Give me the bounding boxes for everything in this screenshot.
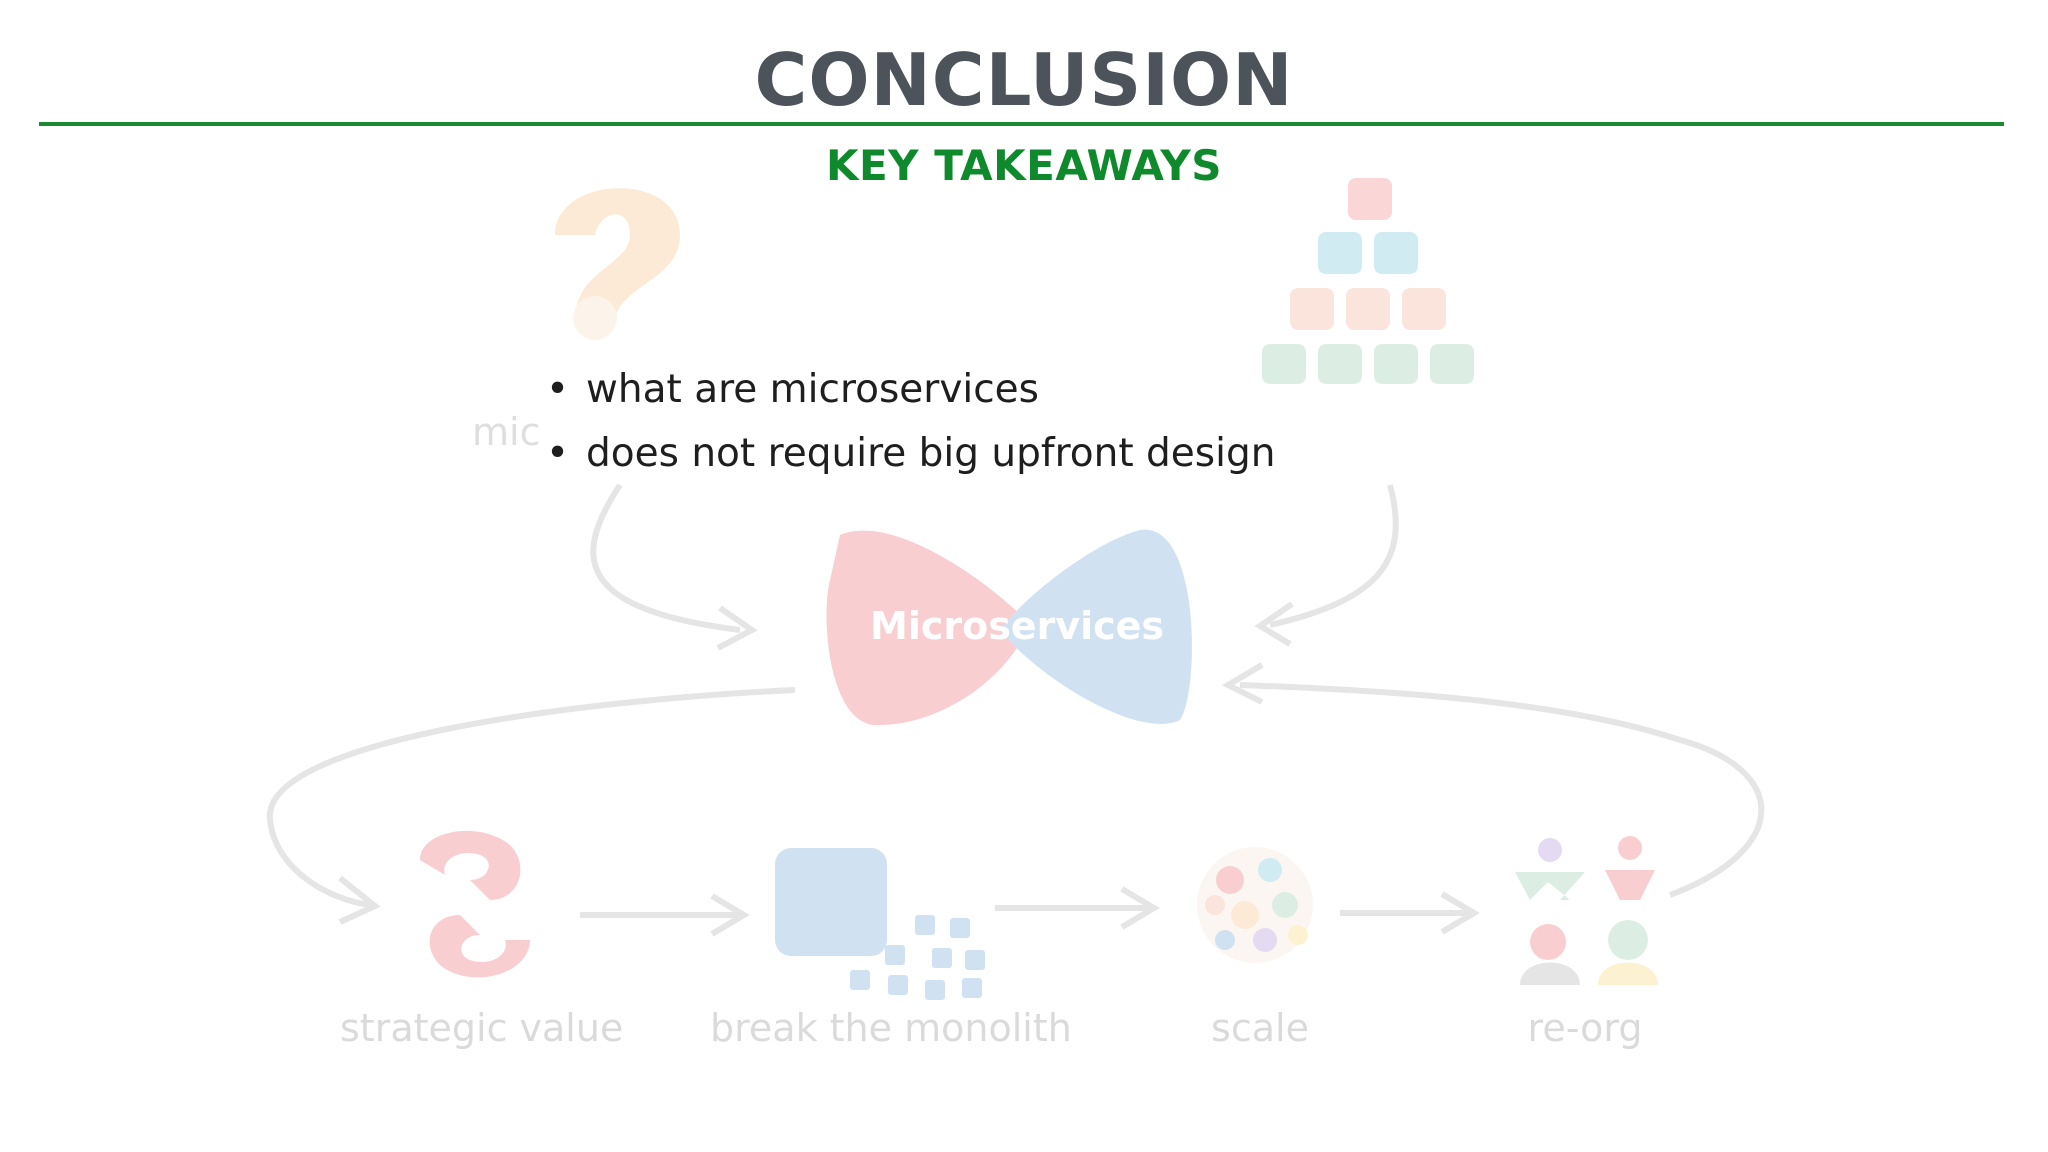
shape-cluster-icon — [1197, 847, 1313, 963]
step-label-scale: scale — [1211, 1006, 1309, 1050]
loop-left — [266, 687, 796, 908]
question-mark-dot — [573, 296, 617, 340]
step-label-break-the-monolith: break the monolith — [710, 1006, 1072, 1050]
takeaway-item: what are microservices — [540, 358, 1275, 422]
team-people-icon — [1515, 836, 1658, 985]
question-mark-icon — [555, 188, 680, 320]
takeaway-list: what are microservices does not require … — [540, 358, 1275, 486]
arrow-right-to-center — [1269, 484, 1399, 628]
step-label-re-org: re-org — [1527, 1006, 1643, 1050]
bowtie-blue — [1000, 529, 1192, 724]
title-divider — [39, 122, 2004, 126]
monolith-blocks-icon — [775, 848, 985, 1000]
slide-title: CONCLUSION — [754, 38, 1294, 122]
slide-subtitle: KEY TAKEAWAYS — [825, 141, 1223, 190]
pyramid-icon — [1262, 178, 1474, 384]
bowtie-red — [826, 530, 1030, 726]
swirl-icon — [420, 830, 530, 978]
center-label: Microservices — [870, 604, 1165, 648]
partial-label: mic — [472, 410, 541, 454]
loop-right — [1239, 682, 1765, 898]
step-label-strategic-value: strategic value — [340, 1006, 624, 1050]
takeaway-item: does not require big upfront design — [540, 422, 1275, 486]
arrow-left-to-center — [590, 483, 741, 633]
